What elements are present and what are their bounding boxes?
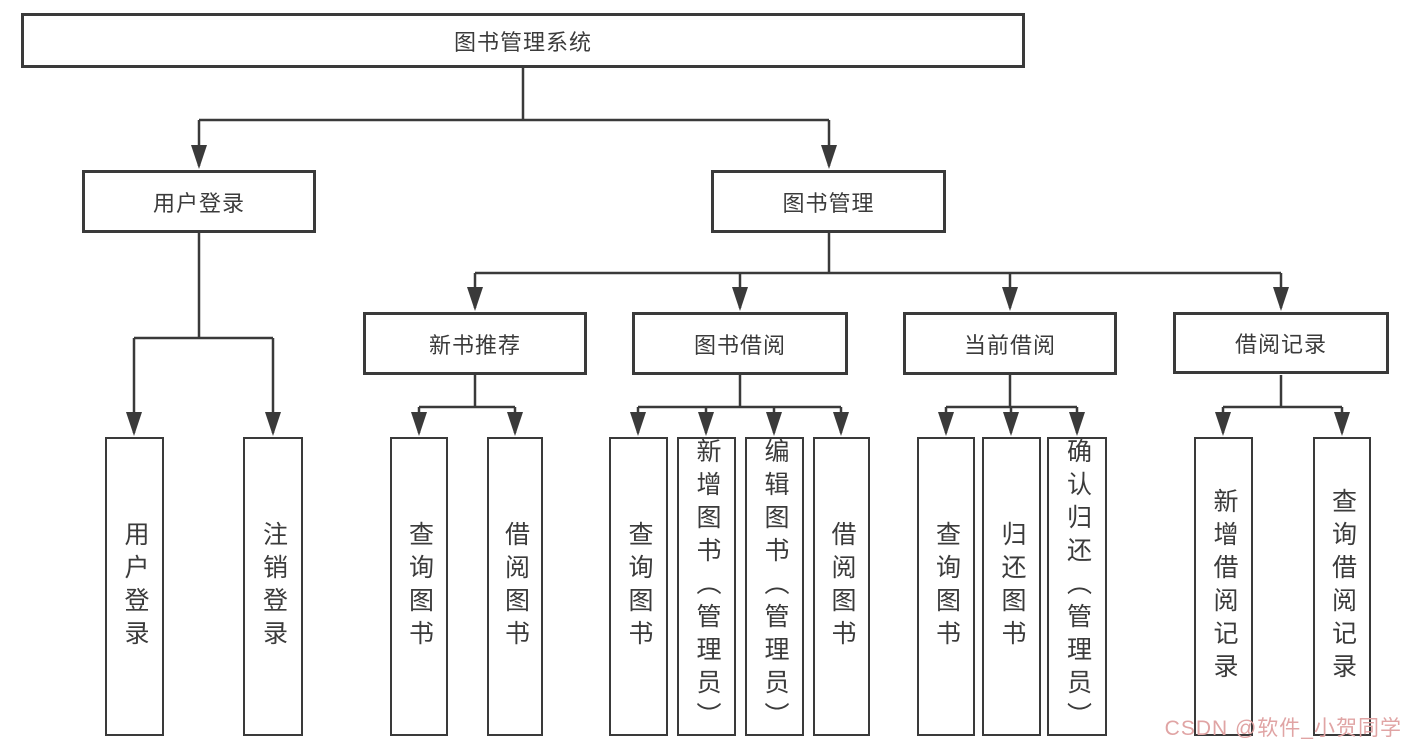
node-query-borrow-record-label: 查询借阅记录 [1328,487,1357,686]
node-add-borrow-record-label: 新增借阅记录 [1210,487,1238,686]
node-logout-label: 注销登录 [259,520,288,653]
node-logout: 注销登录 [243,437,303,736]
node-query-books-recommend-label: 查询图书 [405,520,434,653]
node-query-books-current-label: 查询图书 [932,520,961,653]
node-query-books-borrow-label: 查询图书 [625,520,653,653]
node-book-borrowing-label: 图书借阅 [693,332,786,358]
node-query-books-borrow: 查询图书 [609,437,668,736]
node-user-login-action-label: 用户登录 [121,520,149,653]
node-query-books-recommend: 查询图书 [390,437,448,736]
node-edit-books-admin-label: 编辑图书（管理员） [761,438,789,735]
node-add-books-admin-label: 新增图书（管理员） [693,438,721,735]
node-confirm-return-admin-label: 确认归还（管理员） [1063,438,1092,735]
node-book-borrowing: 图书借阅 [632,312,848,375]
node-add-books-admin: 新增图书（管理员） [677,437,736,736]
node-query-borrow-record: 查询借阅记录 [1313,437,1371,736]
node-current-borrowing: 当前借阅 [903,312,1117,375]
node-current-borrowing-label: 当前借阅 [963,332,1056,358]
node-borrow-books-recommend: 借阅图书 [487,437,543,736]
node-query-books-current: 查询图书 [917,437,975,736]
node-user-login: 用户登录 [82,170,316,233]
node-library-management-system: 图书管理系统 [21,13,1025,68]
node-book-management-label: 图书管理 [782,190,875,216]
node-borrow-books-recommend-label: 借阅图书 [501,520,530,653]
csdn-watermark: CSDN @软件_小贺同学 [1164,717,1402,740]
node-user-login-action: 用户登录 [105,437,164,736]
node-borrow-books-action-label: 借阅图书 [828,520,856,653]
node-new-book-recommendation-label: 新书推荐 [428,332,521,358]
node-new-book-recommendation: 新书推荐 [363,312,587,375]
node-library-management-system-label: 图书管理系统 [453,29,592,55]
node-borrowing-records: 借阅记录 [1173,312,1389,374]
node-borrow-books-action: 借阅图书 [813,437,870,736]
node-confirm-return-admin: 确认归还（管理员） [1047,437,1107,736]
node-borrowing-records-label: 借阅记录 [1234,332,1327,357]
node-return-books: 归还图书 [982,437,1041,736]
node-add-borrow-record: 新增借阅记录 [1194,437,1253,736]
node-edit-books-admin: 编辑图书（管理员） [745,437,804,736]
node-user-login-label: 用户登录 [152,190,245,216]
node-book-management: 图书管理 [711,170,946,233]
node-return-books-label: 归还图书 [998,520,1026,653]
